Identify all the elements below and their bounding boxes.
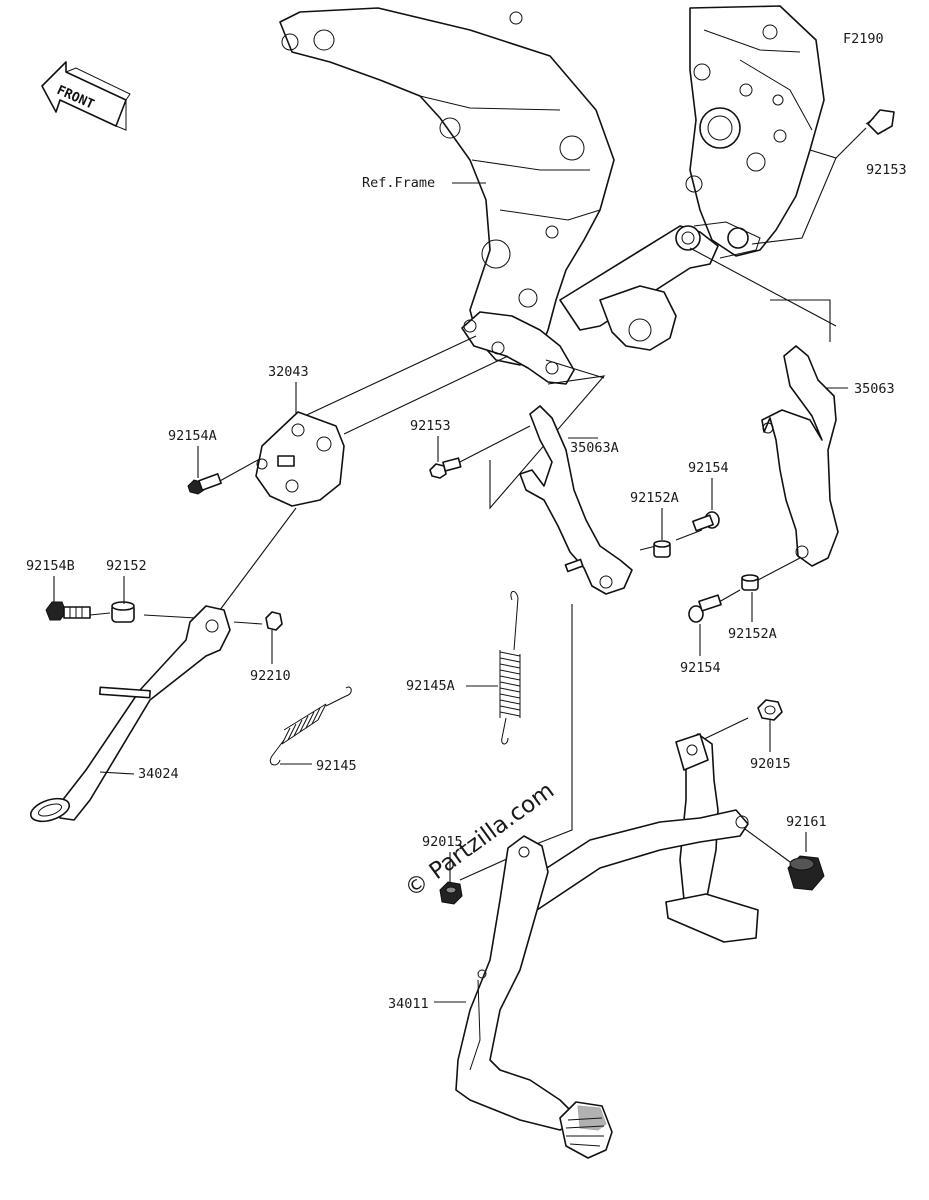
plate-32043	[255, 411, 345, 507]
spring-92145a-coils	[499, 650, 521, 718]
collar-92152a-top	[653, 540, 671, 558]
collar-92152	[111, 601, 135, 623]
bolt-92154b	[45, 601, 91, 621]
label-92152a-bottom: 92152A	[728, 626, 777, 642]
label-34011: 34011	[388, 996, 429, 1012]
pin-92154-bottom	[688, 594, 722, 623]
label-35063: 35063	[854, 381, 895, 397]
pin-92154-top	[692, 511, 720, 532]
bolt-92154a	[187, 473, 222, 495]
side-stand-34024	[29, 605, 231, 823]
bolt-92153-mid	[429, 457, 462, 479]
assembly-guides	[89, 127, 867, 881]
label-92154-top: 92154	[688, 460, 729, 476]
label-92145: 92145	[316, 758, 357, 774]
leader-34024	[99, 771, 135, 775]
label-32043: 32043	[268, 364, 309, 380]
front-arrow-icon: FRONT	[41, 61, 131, 131]
nut-92210	[265, 611, 283, 631]
label-35063a: 35063A	[570, 440, 619, 456]
label-92145a: 92145A	[406, 678, 455, 694]
main-stand-34011	[455, 733, 759, 1159]
spring-92145a	[499, 591, 521, 745]
label-92154b: 92154B	[26, 558, 75, 574]
spring-92145	[269, 686, 352, 766]
ref-frame-label: Ref.Frame	[362, 175, 435, 191]
label-92152: 92152	[106, 558, 147, 574]
label-92154-bottom: 92154	[680, 660, 721, 676]
label-92154a: 92154A	[168, 428, 217, 444]
label-92210: 92210	[250, 668, 291, 684]
diagram-code: F2190	[843, 31, 884, 47]
bolt-92153-top	[865, 109, 895, 135]
nut-92015-left	[439, 881, 463, 905]
label-92015-right: 92015	[750, 756, 791, 772]
label-34024: 34024	[138, 766, 179, 782]
bracket-35063a	[519, 405, 633, 595]
collar-92152a-bottom	[741, 574, 759, 591]
label-92153-top: 92153	[866, 162, 907, 178]
rubber-92161	[787, 855, 825, 891]
label-92161: 92161	[786, 814, 827, 830]
label-92153-mid: 92153	[410, 418, 451, 434]
nut-92015-right	[757, 699, 783, 721]
label-92152a-top: 92152A	[630, 490, 679, 506]
bracket-35063	[761, 345, 839, 567]
frame-outline	[279, 5, 825, 385]
label-92015-left: 92015	[422, 834, 463, 850]
